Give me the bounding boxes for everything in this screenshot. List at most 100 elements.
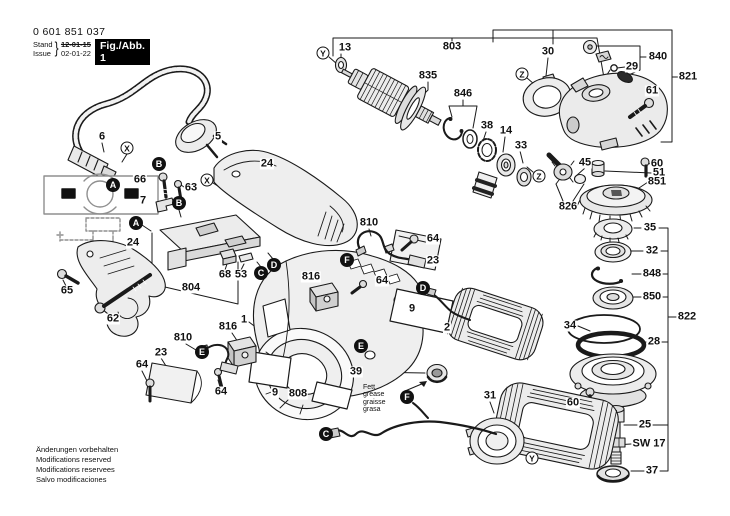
part-39: [426, 363, 448, 384]
part-label-28-22: 28: [646, 335, 662, 348]
part-label-33-6: 33: [513, 139, 529, 152]
part-label-1-42: 1: [239, 313, 249, 326]
assembly-marker-d-6: D: [416, 281, 430, 295]
part-label-13-0: 13: [337, 41, 353, 54]
part-label-816-41: 816: [300, 270, 322, 283]
part-label-24-35: 24: [125, 236, 141, 249]
assembly-marker-c-4: C: [254, 266, 268, 280]
part-label-60-24: 60: [565, 396, 581, 409]
screw-64-a: [400, 234, 419, 252]
wiring-schematic: [43, 173, 159, 249]
grease-note: Fett grease graisse grasa: [363, 384, 386, 414]
header: 0 601 851 037 Stand Issue } 12-01-15 02-…: [33, 26, 150, 65]
part-label-29-9: 29: [624, 60, 640, 73]
part-label-848-19: 848: [641, 267, 663, 280]
part-label-810-54: 810: [172, 331, 194, 344]
part-label-64-46: 64: [134, 358, 150, 371]
spacer-51: [591, 159, 605, 178]
part-label-39-56: 39: [348, 365, 364, 378]
grease-arrowhead: [419, 381, 427, 387]
brush-holder-right-816: [309, 282, 339, 312]
assembly-marker-c-11: C: [319, 427, 333, 441]
issue-date: 02-01-22: [60, 48, 91, 58]
screw-62: [94, 273, 152, 314]
part-label-808-52: 808: [287, 387, 309, 400]
assembly-marker-f-10: F: [400, 390, 414, 404]
part-label-62-37: 62: [105, 312, 121, 325]
part-label-835-2: 835: [417, 69, 439, 82]
screw-66: [158, 172, 169, 199]
assembly-marker-f-9: F: [340, 253, 354, 267]
issue-block: Stand Issue } 12-01-15 02-01-22: [33, 40, 105, 58]
crown-gear-826: [576, 184, 653, 224]
part-label-66-31: 66: [132, 173, 148, 186]
part-53: [238, 252, 254, 263]
assembly-marker-z-16: Z: [515, 67, 529, 81]
part-label-816-43: 816: [217, 320, 239, 333]
part-label-61-11: 61: [644, 84, 660, 97]
assembly-marker-y-15: Y: [525, 451, 539, 465]
assembly-marker-e-8: E: [354, 339, 368, 353]
assembly-marker-a-0: A: [106, 178, 120, 192]
part-label-45-15: 45: [577, 156, 593, 169]
pinion-45: [546, 152, 587, 185]
part-label-810-53: 810: [358, 216, 380, 229]
part-label-6-30: 6: [97, 130, 107, 143]
part-label-sw-17-26: SW 17: [631, 437, 667, 450]
part-label-2-55: 2: [442, 321, 452, 334]
part-68: [219, 248, 237, 266]
disclaimer-line-es: Salvo modificaciones: [36, 474, 107, 484]
disclaimer-line-en: Modifications reserved: [36, 454, 112, 464]
footer-disclaimer: Änderungen vorbehalten Modifications res…: [36, 445, 118, 485]
stator-upper-2: [446, 287, 544, 361]
clip-7: [155, 197, 175, 213]
part-label-64-44: 64: [425, 232, 441, 245]
assembly-marker-z-17: Z: [532, 169, 546, 183]
part-label-65-36: 65: [59, 284, 75, 297]
assembly-marker-b-1: B: [152, 157, 166, 171]
part-label-5-29: 5: [213, 130, 223, 143]
assembly-marker-a-3: A: [129, 216, 143, 230]
issue-label: Issue: [33, 48, 51, 58]
armature-835: [341, 68, 442, 131]
assembly-marker-d-5: D: [267, 258, 281, 272]
part-label-37-27: 37: [644, 464, 660, 477]
part-label-25-25: 25: [637, 418, 653, 431]
part-label-23-48: 23: [425, 254, 441, 267]
issue-brace: }: [54, 40, 59, 58]
ring-35: [593, 218, 633, 243]
brush-cap-840: [582, 39, 633, 84]
part-label-23-49: 23: [153, 346, 169, 359]
brush-holder-left-816: [227, 336, 257, 368]
stand-label: Stand: [33, 40, 53, 49]
part-label-9-50: 9: [407, 302, 417, 315]
part-label-31-28: 31: [482, 389, 498, 402]
part-label-24-34: 24: [259, 157, 275, 170]
assembly-marker-e-7: E: [195, 345, 209, 359]
part-label-64-45: 64: [374, 274, 390, 287]
part-label-804-38: 804: [180, 281, 202, 294]
disclaimer-line-de: Änderungen vorbehalten: [36, 445, 119, 454]
part-label-850-20: 850: [641, 290, 663, 303]
washer-846: [462, 129, 478, 149]
switch-plate: [159, 214, 261, 271]
assembly-marker-b-2: B: [172, 196, 186, 210]
part-label-840-8: 840: [647, 50, 669, 63]
screw-64-d: [213, 367, 224, 390]
part-label-9-51: 9: [270, 386, 280, 399]
screw-61: [628, 97, 655, 119]
sleeve-33: [516, 167, 532, 187]
snap-ring-848: [590, 266, 624, 285]
assembly-marker-y-14: Y: [316, 46, 330, 60]
bearing-850: [592, 286, 634, 310]
part-label-68-39: 68: [217, 268, 233, 281]
grease-note-line: grasa: [363, 406, 381, 414]
stator-lower-2: [493, 382, 619, 470]
cover-23-left: [145, 362, 202, 404]
superseded-date: 12-01-15: [60, 40, 91, 49]
part-number: 0 601 851 037: [33, 26, 106, 38]
ring-32: [594, 241, 632, 263]
plate-9-left: [248, 351, 292, 389]
